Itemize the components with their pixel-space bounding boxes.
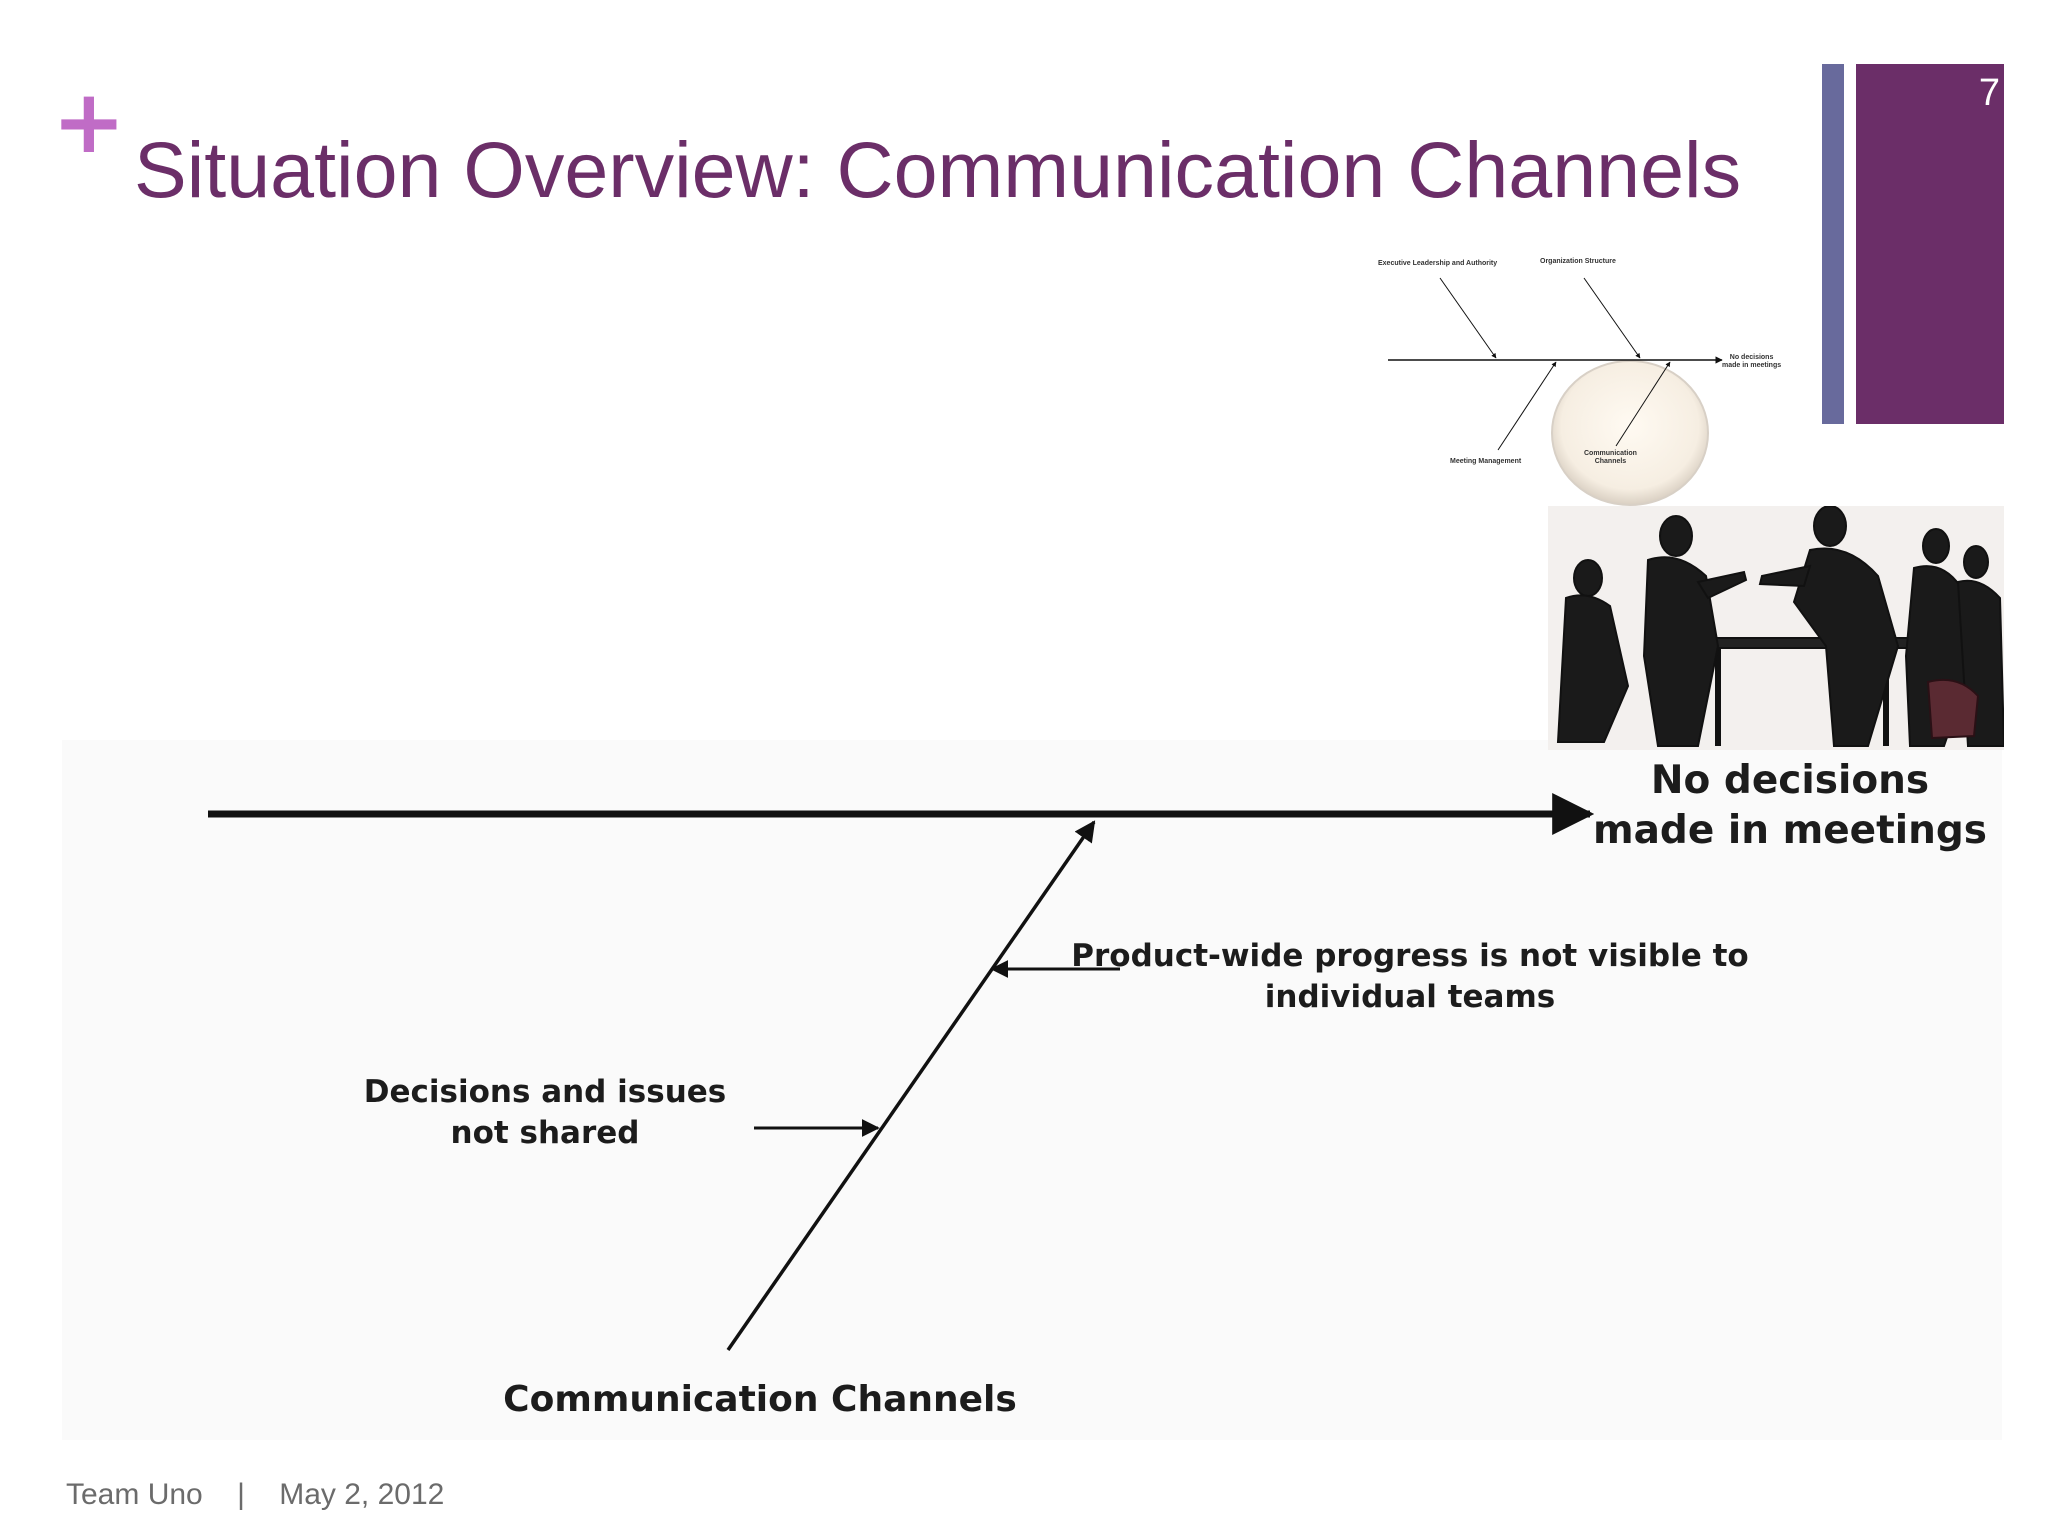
diagram-background	[62, 740, 2002, 1440]
thumbnail-comm-line2: Channels	[1594, 458, 1627, 465]
bone-label: Communication Channels	[503, 1379, 1017, 1420]
cause-progress-label: Product-wide progress is not visible to …	[1040, 936, 1780, 1018]
footer: Team Uno | May 2, 2012	[66, 1478, 444, 1512]
thumbnail-highlight	[1551, 360, 1709, 506]
fishbone-thumbnail: Executive Leadership and Authority Organ…	[1370, 240, 1800, 510]
thumbnail-label-leadership: Executive Leadership and Authority	[1378, 260, 1498, 267]
cause-shared-line1: Decisions and issues	[363, 1074, 727, 1110]
effect-label-line1: No decisions	[1650, 758, 1930, 803]
effect-label: No decisions made in meetings	[1590, 756, 1990, 856]
footer-separator: |	[237, 1478, 245, 1511]
accent-bar-wide	[1856, 64, 2004, 424]
accent-bar-thin	[1822, 64, 1844, 424]
footer-date: May 2, 2012	[279, 1478, 445, 1511]
meeting-sketch-image	[1548, 506, 2004, 750]
cause-shared-line2: not shared	[450, 1115, 640, 1151]
effect-label-line2: made in meetings	[1592, 808, 1988, 853]
plus-icon: +	[52, 70, 126, 173]
thumbnail-label-communication: Communication Channels	[1584, 450, 1637, 466]
thumbnail-label-effect: No decisions made in meetings	[1722, 354, 1781, 370]
slide-title: Situation Overview: Communication Channe…	[134, 125, 1742, 214]
footer-team: Team Uno	[66, 1478, 203, 1511]
thumbnail-label-meeting: Meeting Management	[1450, 458, 1522, 465]
thumbnail-label-org: Organization Structure	[1540, 258, 1616, 265]
cause-progress-line1: Product-wide progress is not visible to	[1071, 938, 1749, 974]
slide-number: 7	[1978, 72, 2000, 114]
cause-shared-label: Decisions and issues not shared	[340, 1072, 750, 1154]
cause-progress-line2: individual teams	[1264, 979, 1556, 1015]
thumbnail-effect-line1: No decisions	[1729, 354, 1774, 361]
bone-line	[726, 820, 1096, 1351]
thumbnail-effect-line2: made in meetings	[1722, 362, 1782, 369]
thumbnail-comm-line1: Communication	[1584, 450, 1637, 457]
